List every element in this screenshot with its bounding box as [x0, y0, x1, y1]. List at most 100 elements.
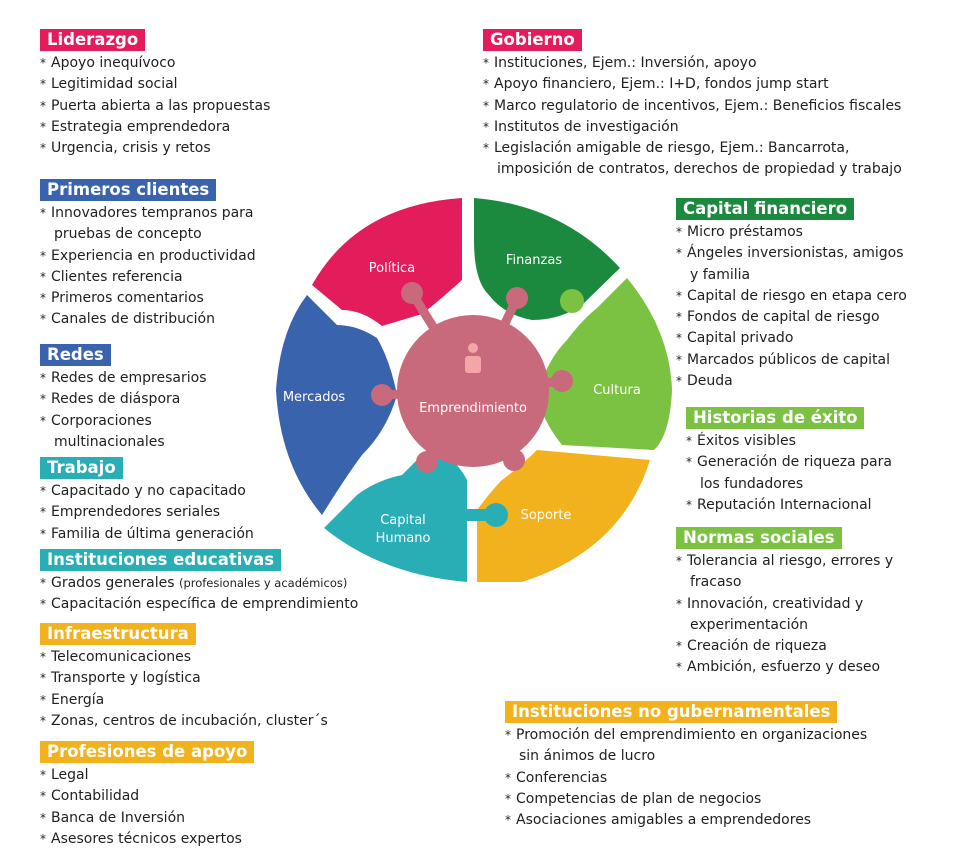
knob-finanzas-green	[560, 289, 584, 313]
profesiones-apoyo-list: *Legal *Contabilidad *Banca de Inversión…	[40, 765, 254, 850]
normas-sociales-title: Normas sociales	[676, 527, 842, 549]
list-item: *Éxitos visibles	[686, 433, 796, 449]
list-item: *Contabilidad	[40, 788, 140, 805]
historias-exito-list: *Éxitos visibles *Generación de riqueza …	[686, 431, 892, 516]
list-item: *Familia de última generación	[40, 525, 254, 542]
capital-financiero-list: *Micro préstamos *Ángeles inversionistas…	[676, 222, 907, 392]
list-item: *Creación de riqueza	[676, 638, 827, 655]
list-item: *Redes de empresarios	[40, 370, 207, 386]
list-item: *Micro préstamos	[676, 224, 803, 240]
infraestructura-list: *Telecomunicaciones *Transporte y logíst…	[40, 647, 328, 732]
list-item: *Legal	[40, 767, 89, 783]
section-profesiones-apoyo: Profesiones de apoyo *Legal *Contabilida…	[40, 741, 255, 850]
list-item: *Asociaciones amigables a emprendedores	[505, 812, 812, 829]
knob-mercados-blue	[309, 322, 335, 348]
list-item: los fundadores	[700, 475, 804, 492]
liderazgo-list: *Apoyo inequívoco *Legitimidad social *P…	[40, 53, 270, 159]
section-historias-exito: Historias de éxito *Éxitos visibles *Gen…	[686, 407, 892, 516]
list-item: *Capacitación específica de emprendimien…	[40, 596, 359, 613]
list-item: *Canales de distribución	[40, 311, 215, 328]
ecosystem-wheel: Emprendimiento Política Finanzas Cultura…	[276, 198, 672, 582]
knob-politica	[401, 282, 423, 304]
list-item: *Experiencia en productividad	[40, 247, 256, 264]
segment-label-capital: Capital	[380, 513, 426, 528]
list-item: *Competencias de plan de negocios	[505, 790, 762, 807]
list-item: *Grados generales (profesionales y acadé…	[40, 575, 348, 591]
person-icon	[465, 343, 481, 373]
list-item: *Institutos de investigación	[483, 118, 679, 135]
gobierno-title: Gobierno	[483, 29, 582, 51]
liderazgo-title: Liderazgo	[40, 29, 146, 51]
no-gubernamentales-title: Instituciones no gubernamentales	[505, 701, 838, 723]
segment-label-humano: Humano	[376, 531, 431, 546]
list-item: *Transporte y logística	[40, 670, 201, 687]
knob-capital-humano	[416, 451, 438, 473]
list-item: *Fondos de capital de riesgo	[676, 309, 880, 326]
list-item: *Reputación Internacional	[686, 496, 872, 513]
section-trabajo: Trabajo *Capacitado y no capacitado *Emp…	[40, 457, 254, 545]
section-instituciones-educativas: Instituciones educativas *Grados general…	[40, 549, 358, 616]
list-item: *Innovadores tempranos para	[40, 205, 254, 221]
primeros-clientes-title: Primeros clientes	[40, 179, 217, 201]
instituciones-educativas-title: Instituciones educativas	[40, 549, 282, 571]
list-item: *Urgencia, crisis y retos	[40, 140, 211, 157]
list-item: *Banca de Inversión	[40, 809, 186, 826]
section-redes: Redes *Redes de empresarios *Redes de di…	[40, 344, 206, 453]
segment-cultura-shape	[537, 278, 672, 450]
list-item: *Clientes referencia	[40, 268, 183, 285]
list-item: *Telecomunicaciones	[40, 649, 192, 665]
segment-politica-shape	[312, 198, 462, 326]
knob-mercados	[371, 384, 393, 406]
list-item: *Energía	[40, 691, 105, 708]
list-item: pruebas de concepto	[54, 226, 202, 243]
list-item: *Redes de diáspora	[40, 391, 181, 408]
capital-financiero-title: Capital financiero	[676, 198, 855, 220]
section-primeros-clientes: Primeros clientes *Innovadores tempranos…	[40, 179, 256, 331]
section-infraestructura: Infraestructura *Telecomunicaciones *Tra…	[40, 623, 328, 732]
list-item: imposición de contratos, derechos de pro…	[497, 161, 902, 178]
list-item: experimentación	[690, 616, 809, 633]
list-item: *Emprendedores seriales	[40, 504, 220, 521]
list-item: *Capacitado y no capacitado	[40, 483, 246, 499]
list-item: *Capital de riesgo en etapa cero	[676, 287, 907, 304]
segment-label-mercados: Mercados	[283, 390, 346, 405]
list-item: *Ángeles inversionistas, amigos	[676, 245, 904, 262]
center-label: Emprendimiento	[419, 401, 527, 416]
center-hub	[397, 315, 549, 467]
list-item: multinacionales	[54, 433, 165, 450]
list-item: *Marcados públicos de capital	[676, 351, 890, 368]
list-item: *Primeros comentarios	[40, 290, 204, 307]
list-item: *Apoyo inequívoco	[40, 55, 176, 71]
list-item: *Marco regulatorio de incentivos, Ejem.:…	[483, 97, 902, 114]
list-item: *Apoyo financiero, Ejem.: I+D, fondos ju…	[483, 76, 829, 93]
list-item: *Legislación amigable de riesgo, Ejem.: …	[483, 140, 850, 157]
list-item: *Instituciones, Ejem.: Inversión, apoyo	[483, 55, 757, 71]
trabajo-title: Trabajo	[40, 457, 123, 479]
primeros-clientes-list: *Innovadores tempranos para pruebas de c…	[40, 203, 256, 331]
historias-exito-title: Historias de éxito	[686, 407, 865, 429]
section-capital-financiero: Capital financiero *Micro préstamos *Áng…	[676, 198, 907, 392]
segment-mercados	[276, 295, 474, 515]
segment-label-finanzas: Finanzas	[506, 253, 562, 268]
list-item: y familia	[690, 266, 751, 283]
list-item: *Puerta abierta a las propuestas	[40, 97, 271, 114]
section-liderazgo: Liderazgo *Apoyo inequívoco *Legitimidad…	[40, 29, 270, 159]
segment-capital-humano-shape	[324, 445, 467, 582]
list-item: *Corporaciones	[40, 412, 152, 429]
segment-label-cultura: Cultura	[593, 383, 641, 398]
no-gubernamentales-list: *Promoción del emprendimiento en organiz…	[505, 725, 867, 831]
instituciones-educativas-list: *Grados generales (profesionales y acadé…	[40, 573, 358, 616]
knob-capital-humano-teal	[484, 503, 508, 527]
redes-title: Redes	[40, 344, 111, 366]
list-item: *Capital privado	[676, 330, 794, 347]
normas-sociales-list: *Tolerancia al riesgo, errores y fracaso…	[676, 551, 893, 679]
redes-list: *Redes de empresarios *Redes de diáspora…	[40, 368, 206, 453]
section-gobierno: Gobierno *Instituciones, Ejem.: Inversió…	[483, 29, 902, 181]
list-item: *Tolerancia al riesgo, errores y	[676, 553, 894, 569]
section-no-gubernamentales: Instituciones no gubernamentales *Promoc…	[505, 701, 867, 831]
segment-soporte-shape	[477, 450, 650, 582]
list-item: *Estrategia emprendedora	[40, 118, 231, 135]
knob-cultura	[551, 370, 573, 392]
list-item: *Innovación, creatividad y	[676, 595, 864, 612]
list-item: *Generación de riqueza para	[686, 454, 892, 471]
